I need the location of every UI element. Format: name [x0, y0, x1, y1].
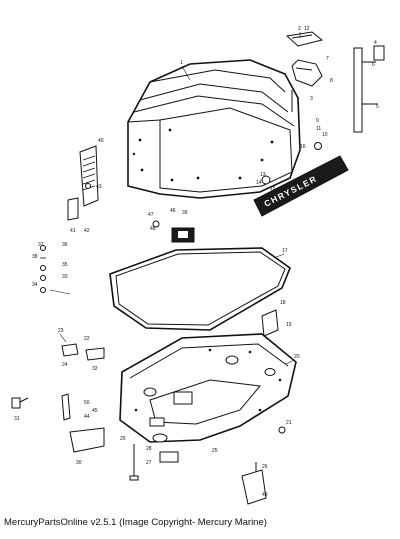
- callout-46: 46: [170, 208, 176, 214]
- callout-3: 3: [310, 96, 313, 102]
- callout-5: 5: [376, 104, 379, 110]
- cowl-seal: [109, 247, 291, 331]
- callout-2: 2: [298, 26, 301, 32]
- callout-22: 22: [84, 336, 90, 342]
- callout-16: 16: [300, 144, 306, 150]
- callout-30: 30: [76, 460, 82, 466]
- callout-39: 39: [182, 210, 188, 216]
- callout-35: 35: [62, 262, 68, 268]
- callout-45: 45: [92, 408, 98, 414]
- small-hardware: [11, 142, 322, 505]
- callout-14: 14: [256, 180, 262, 186]
- callout-26: 26: [262, 464, 268, 470]
- callout-10: 10: [322, 132, 328, 138]
- callout-40: 40: [98, 138, 104, 144]
- callout-48: 48: [150, 226, 156, 232]
- callout-15: 15: [270, 186, 276, 192]
- callout-43: 43: [96, 184, 102, 190]
- callout-44: 44: [84, 414, 90, 420]
- callout-25: 25: [212, 448, 218, 454]
- top-cowl: [127, 59, 301, 199]
- callout-41: 41: [70, 228, 76, 234]
- callout-1: 1: [180, 60, 183, 66]
- callout-18: 18: [280, 300, 286, 306]
- callout-50: 50: [84, 400, 90, 406]
- callout-27: 27: [146, 460, 152, 466]
- callout-8: 8: [330, 78, 333, 84]
- callout-36: 36: [62, 242, 68, 248]
- callout-19: 19: [286, 322, 292, 328]
- callout-23: 23: [58, 328, 64, 334]
- callout-6: 6: [372, 62, 375, 68]
- side-vent: [67, 145, 99, 221]
- callout-20: 20: [294, 354, 300, 360]
- handle-parts: [285, 31, 385, 133]
- copyright-footer: MercuryPartsOnline v2.5.1 (Image Copyrig…: [4, 517, 267, 528]
- callout-12: 12: [304, 26, 310, 32]
- chrysler-nameplate: CHRYSLER: [253, 155, 349, 217]
- callout-37: 37: [38, 242, 44, 248]
- callout-33: 33: [62, 274, 68, 280]
- decal: [171, 227, 195, 243]
- callout-4: 4: [374, 40, 377, 46]
- callout-29: 29: [120, 436, 126, 442]
- callout-47: 47: [148, 212, 154, 218]
- callout-38: 38: [32, 254, 38, 260]
- callout-labels: 1 2 3 4 5 6 7 8 9 10 11 12 13 14 15 16 1…: [14, 26, 379, 498]
- callout-32: 32: [92, 366, 98, 372]
- callout-11: 11: [316, 126, 321, 132]
- bottom-cowl: [119, 333, 297, 443]
- callout-49: 49: [262, 492, 268, 498]
- callout-9: 9: [316, 118, 319, 124]
- callout-17: 17: [282, 248, 288, 254]
- callout-42: 42: [84, 228, 90, 234]
- leader-lines: [49, 32, 301, 365]
- callout-34: 34: [32, 282, 38, 288]
- callout-28: 28: [146, 446, 152, 452]
- callout-24: 24: [62, 362, 68, 368]
- callout-7: 7: [326, 56, 329, 62]
- callout-31: 31: [14, 416, 20, 422]
- callout-13: 13: [260, 172, 266, 178]
- callout-21: 21: [286, 420, 292, 426]
